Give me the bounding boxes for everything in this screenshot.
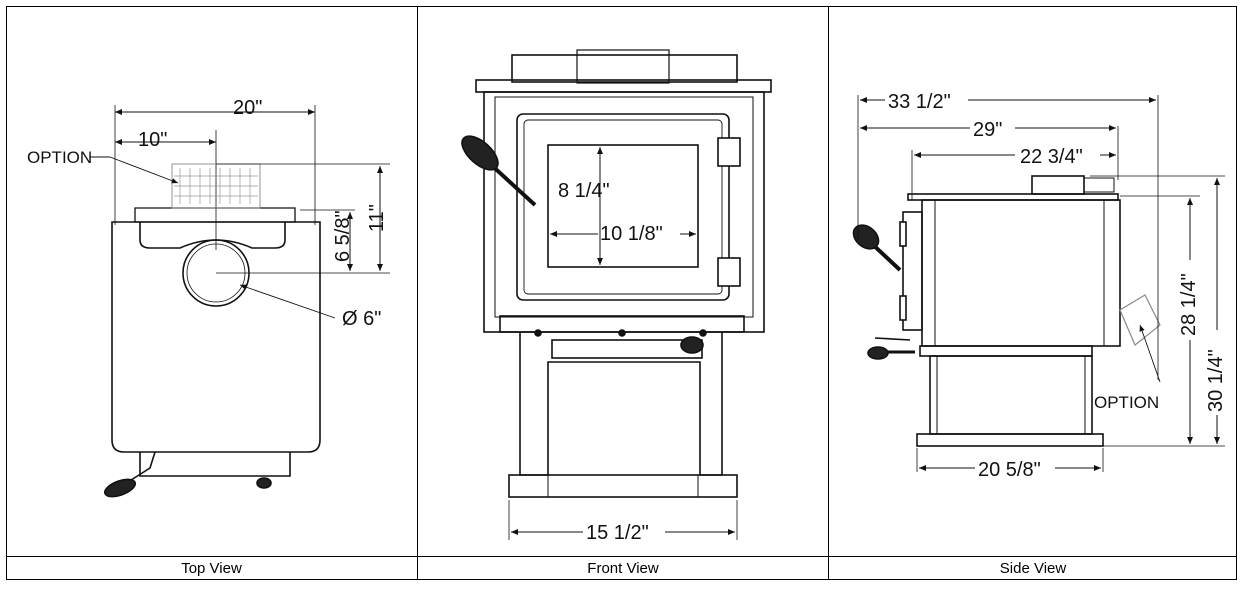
dim-top-center: 10"	[138, 129, 167, 151]
dim-top-total-depth: 11"	[366, 204, 388, 232]
dim-top-flue-diameter: Ø 6"	[342, 308, 381, 330]
diagram-frame	[6, 6, 1237, 580]
dim-front-glass-height: 8 1/4"	[558, 180, 610, 202]
caption-front-view: Front View	[587, 560, 659, 577]
dim-top-width: 20"	[233, 97, 262, 119]
option-label-side: OPTION	[1094, 393, 1159, 412]
option-label-top: OPTION	[27, 148, 92, 167]
dim-side-body-height: 28 1/4"	[1178, 273, 1200, 336]
dim-front-base-width: 15 1/2"	[586, 522, 649, 544]
front-view-drawing	[461, 49, 772, 540]
panel-divider-2	[828, 6, 829, 580]
dim-side-total-height: 30 1/4"	[1205, 349, 1227, 412]
side-view-drawing	[852, 95, 1225, 472]
dim-side-body-depth: 22 3/4"	[1020, 146, 1083, 168]
top-view-drawing	[90, 105, 390, 498]
dim-side-overall-depth: 33 1/2"	[888, 91, 951, 113]
panel-divider-1	[417, 6, 418, 580]
caption-side-view: Side View	[999, 560, 1067, 577]
dim-top-flue-depth: 6 5/8"	[332, 210, 354, 262]
dim-side-mid-depth: 29"	[973, 119, 1002, 141]
caption-top-view: Top View	[181, 560, 242, 577]
dim-side-base-depth: 20 5/8"	[978, 459, 1041, 481]
caption-divider	[6, 556, 1237, 557]
dim-front-glass-width: 10 1/8"	[600, 223, 663, 245]
